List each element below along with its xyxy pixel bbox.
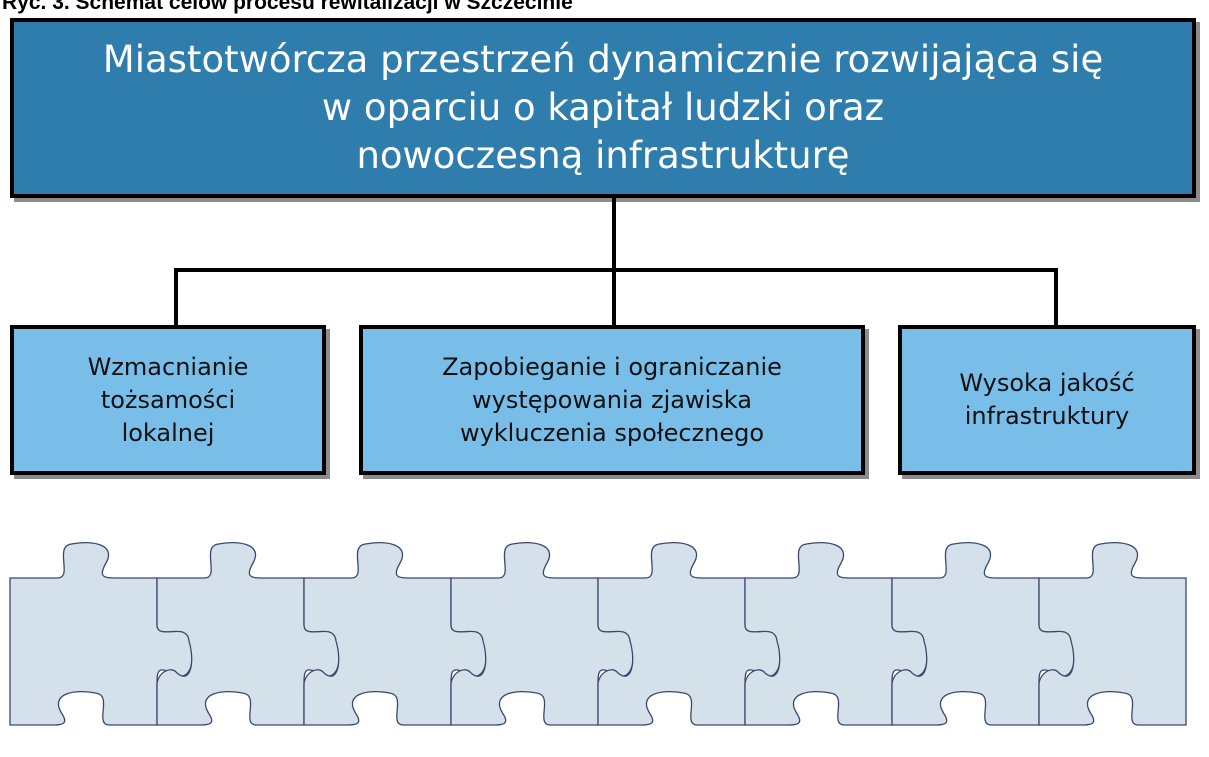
sub-goal-line: lokalnej (121, 418, 215, 447)
sub-goal-box-local-identity: Wzmacnianie tożsamości lokalnej (10, 325, 326, 475)
sub-goal-box-infrastructure: Wysoka jakość infrastruktury (898, 325, 1196, 475)
main-goal-box: Miastotwórcza przestrzeń dynamicznie roz… (10, 18, 1196, 198)
sub-goal-line: wykluczenia społecznego (459, 418, 765, 447)
sub-goal-line: Zapobieganie i ograniczanie (442, 352, 782, 381)
main-goal-line: w oparciu o kapitał ludzki oraz (321, 86, 885, 129)
sub-goal-line: występowania zjawiska (472, 385, 752, 414)
sub-goal-line: tożsamości (100, 385, 236, 414)
main-goal-line: Miastotwórcza przestrzeń dynamicznie roz… (102, 38, 1104, 81)
main-goal-line: nowoczesną infrastrukturę (356, 134, 850, 177)
sub-goal-text: Wysoka jakość infrastruktury (959, 367, 1134, 433)
main-goal-text: Miastotwórcza przestrzeń dynamicznie roz… (103, 36, 1103, 180)
sub-goal-line: infrastruktury (964, 402, 1130, 430)
puzzle-piece (1038, 541, 1187, 726)
sub-goal-box-social-exclusion: Zapobieganie i ograniczanie występowania… (359, 325, 865, 475)
connector-lines (174, 198, 1058, 325)
sub-goal-line: Wzmacnianie (87, 352, 249, 381)
figure-caption: Ryc. 3. Schemat celów procesu rewitaliza… (2, 0, 573, 14)
sub-goal-line: Wysoka jakość (959, 369, 1135, 397)
sub-goal-text: Wzmacnianie tożsamości lokalnej (88, 351, 249, 450)
sub-goal-text: Zapobieganie i ograniczanie występowania… (442, 351, 782, 450)
